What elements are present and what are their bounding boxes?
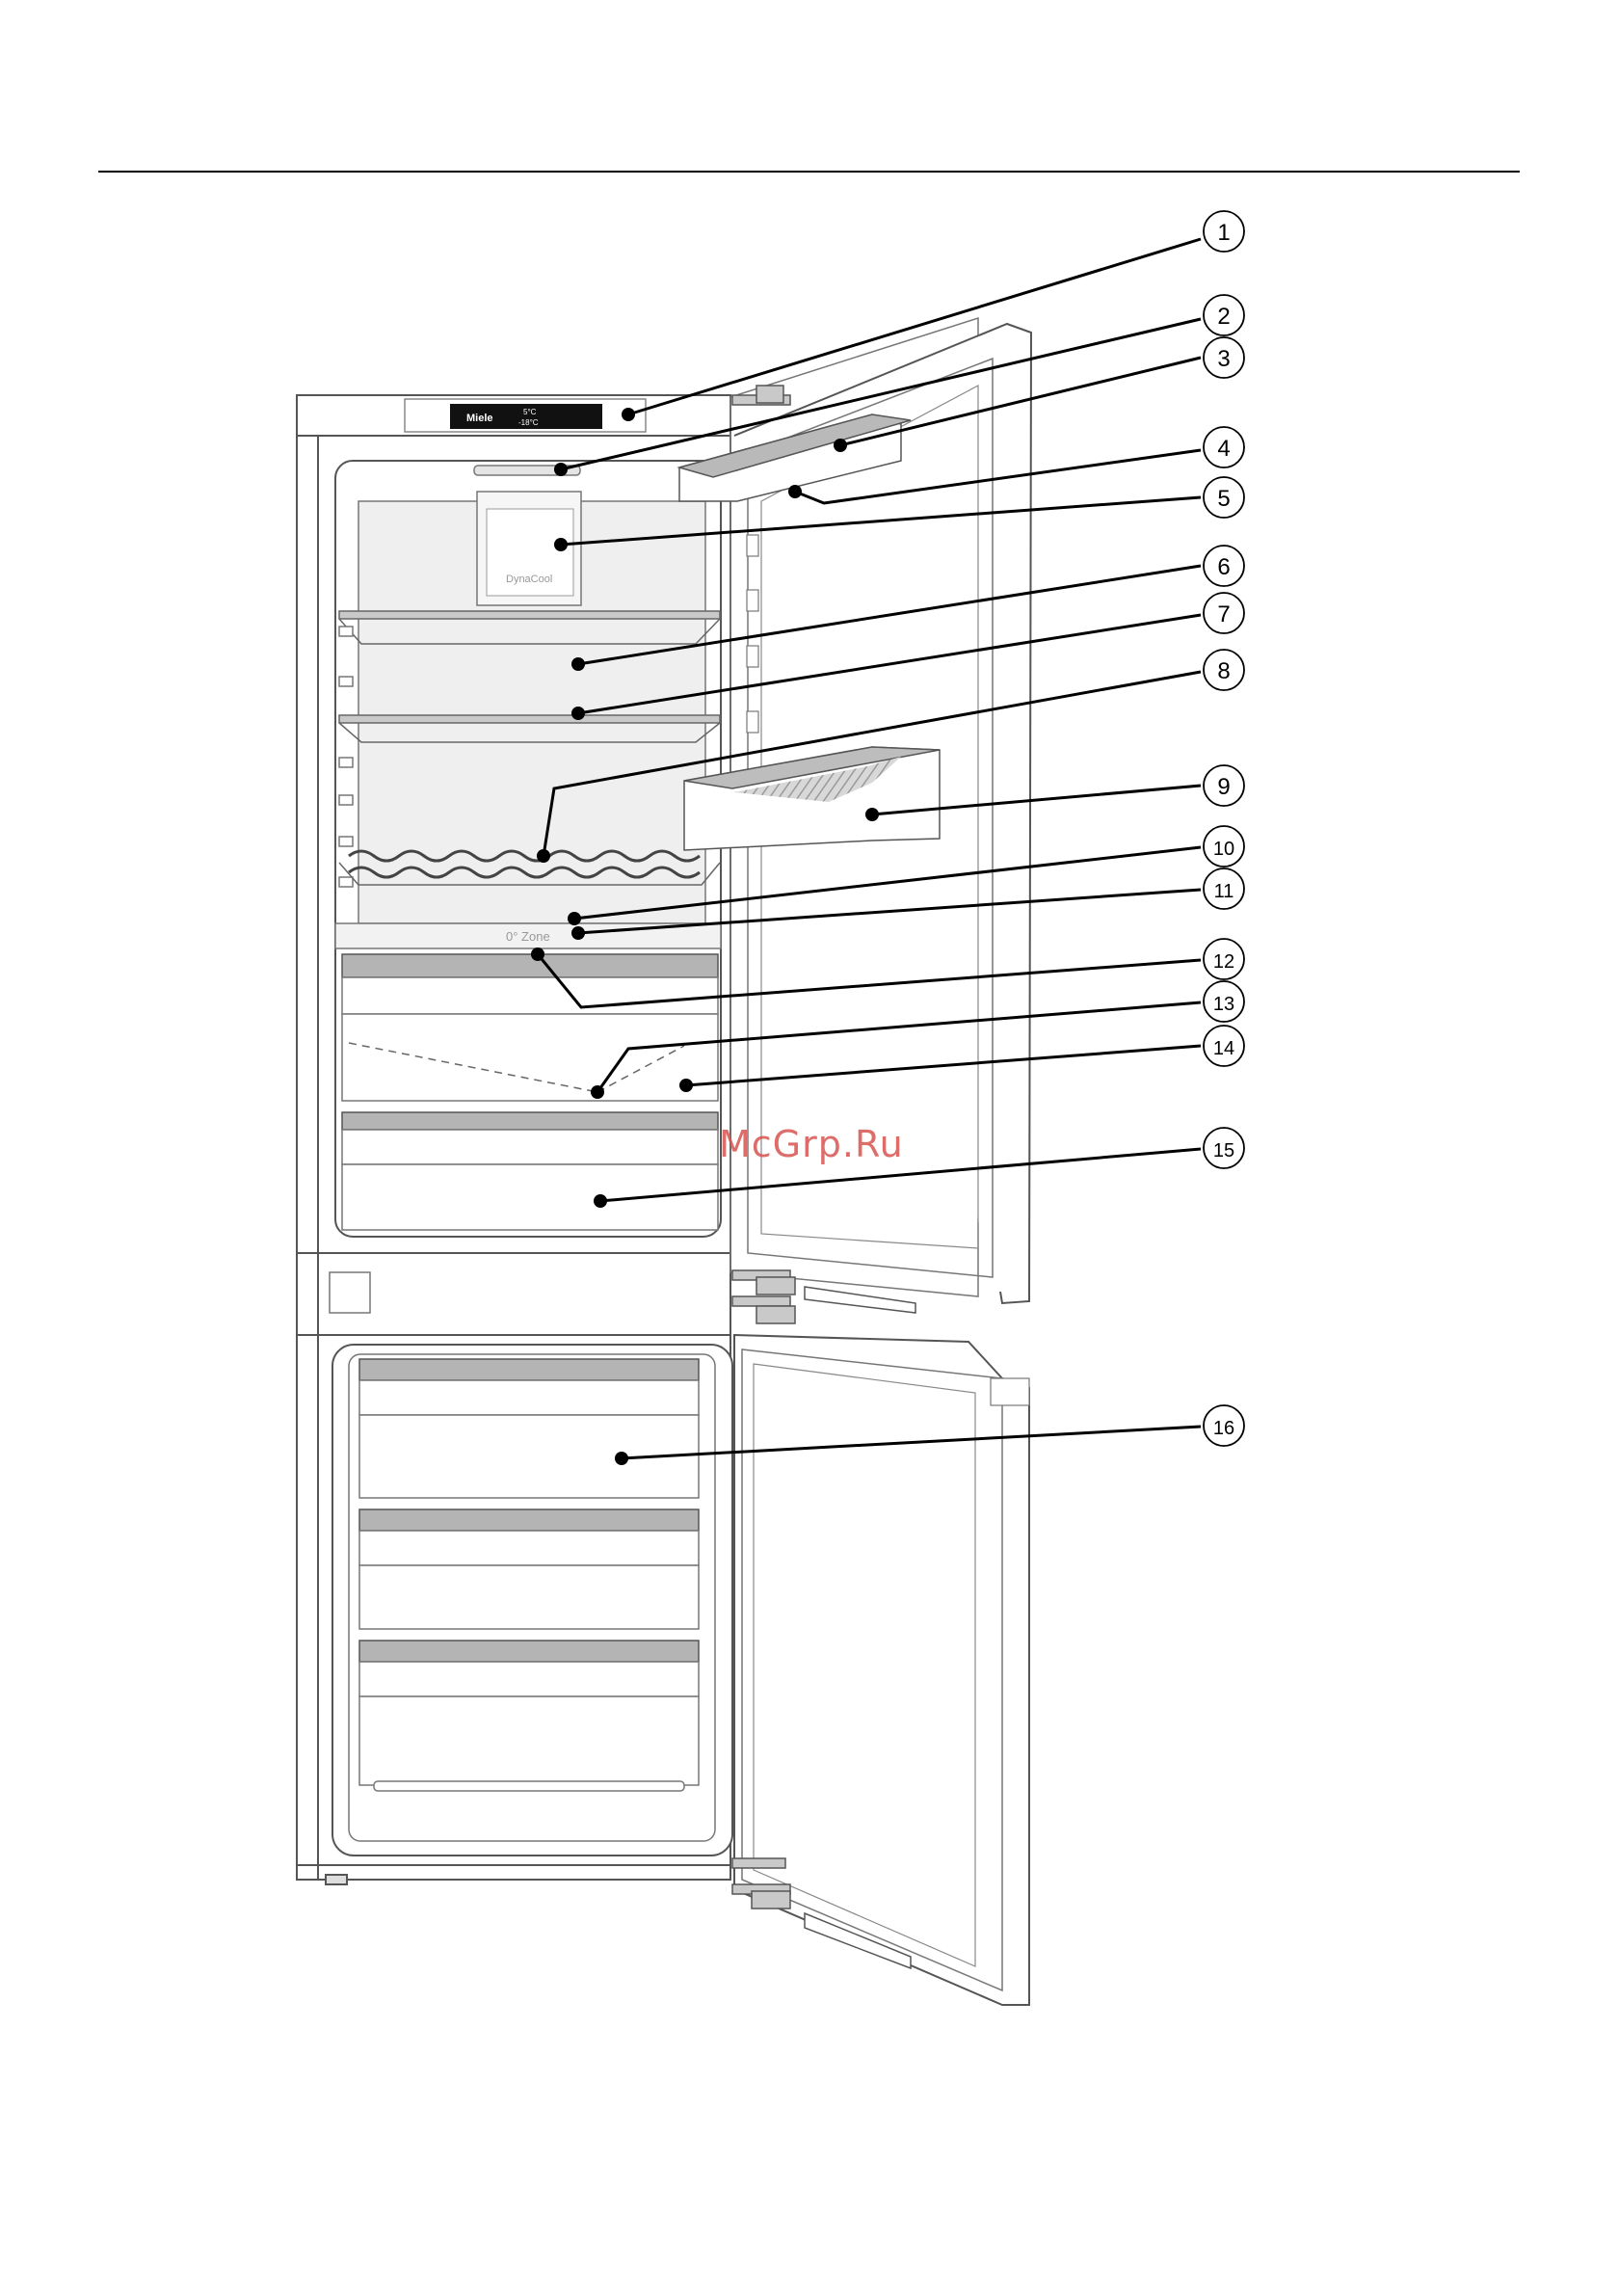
control-panel: Miele 5°C -18°C (405, 399, 646, 432)
callout-12-label: 12 (1213, 951, 1234, 973)
freezer-drawer-3 (359, 1641, 699, 1791)
callout-2-label: 2 (1217, 304, 1230, 330)
callout-14: 14 (1204, 1026, 1244, 1066)
callout-9-label: 9 (1217, 774, 1230, 800)
panel-brand: Miele (466, 413, 493, 424)
callout-8-label: 8 (1217, 658, 1230, 684)
callout-16-label: 16 (1213, 1418, 1234, 1439)
freezer-drawer-2 (359, 1509, 699, 1629)
callout-13-label: 13 (1213, 994, 1234, 1015)
freezer-drawer-1 (359, 1359, 699, 1498)
callout-12: 12 (1204, 939, 1244, 979)
callout-6: 6 (1204, 546, 1244, 586)
callout-9: 9 (1204, 765, 1244, 806)
callout-1-label: 1 (1217, 220, 1230, 246)
callout-8: 8 (1204, 650, 1244, 690)
callout-13: 13 (1204, 981, 1244, 1022)
vent-panel (330, 1272, 370, 1313)
callout-5-label: 5 (1217, 486, 1230, 512)
callout-11-label: 11 (1214, 881, 1234, 902)
callout-4-label: 4 (1217, 436, 1230, 462)
zone-label: 0° Zone (506, 929, 550, 944)
panel-freezer-temp: -18°C (518, 418, 539, 427)
callout-15: 15 (1204, 1128, 1244, 1168)
callout-14-label: 14 (1213, 1038, 1234, 1059)
callout-10-label: 10 (1213, 839, 1234, 860)
watermark: McGrp.Ru (719, 1123, 904, 1165)
callout-10: 10 (1204, 826, 1244, 867)
callout-11: 11 (1204, 868, 1244, 909)
callout-5: 5 (1204, 477, 1244, 518)
fridge-door-handle (805, 1287, 915, 1313)
drawer-lower (342, 1112, 718, 1230)
callout-15-label: 15 (1213, 1140, 1234, 1161)
callout-2: 2 (1204, 295, 1244, 335)
panel-fridge-temp: 5°C (523, 408, 537, 416)
callout-7-label: 7 (1217, 601, 1230, 627)
callout-6-label: 6 (1217, 554, 1230, 580)
callout-16: 16 (1204, 1405, 1244, 1446)
callout-1: 1 (1204, 211, 1244, 252)
drawer-upper (342, 954, 718, 1101)
callout-3-label: 3 (1217, 346, 1230, 372)
callout-4: 4 (1204, 427, 1244, 467)
dynacool-label: DynaCool (506, 574, 552, 585)
callout-3: 3 (1204, 337, 1244, 378)
callout-7: 7 (1204, 593, 1244, 633)
callout-markers: 1 2 3 4 5 6 7 8 9 10 11 12 13 14 15 16 (1204, 211, 1244, 1446)
